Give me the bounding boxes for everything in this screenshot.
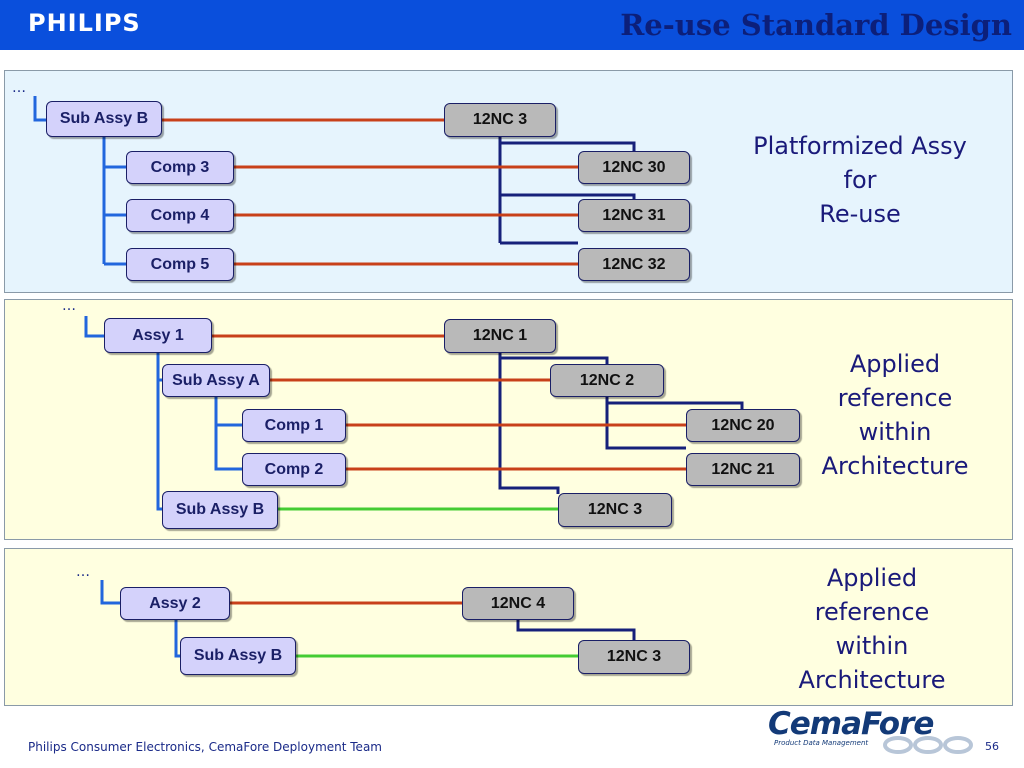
panel-label: Applied reference within Architecture bbox=[821, 350, 969, 480]
cemafore-wordmark: CemaFore bbox=[768, 706, 934, 742]
nc-bracket bbox=[516, 620, 636, 640]
philips-logo: PHILIPS bbox=[28, 9, 141, 37]
item-comp-2[interactable]: Comp 2 bbox=[242, 453, 346, 486]
nc-bracket bbox=[605, 397, 686, 450]
ellipsis: … bbox=[12, 80, 27, 96]
panel-label: Platformized Assy for Re-use bbox=[753, 132, 967, 228]
hierarchy-line bbox=[214, 397, 242, 471]
page-number: 56 bbox=[985, 740, 999, 753]
nc-bracket bbox=[607, 401, 744, 410]
hierarchy-line bbox=[156, 353, 162, 511]
item-comp-3[interactable]: Comp 3 bbox=[126, 151, 234, 184]
nc-12nc-30[interactable]: 12NC 30 bbox=[578, 151, 690, 184]
nc-12nc-2[interactable]: 12NC 2 bbox=[550, 364, 664, 397]
footer-text: Philips Consumer Electronics, CemaFore D… bbox=[28, 740, 382, 754]
nc-12nc-3[interactable]: 12NC 3 bbox=[578, 640, 690, 674]
item-comp-1[interactable]: Comp 1 bbox=[242, 409, 346, 442]
panel-label: Applied reference within Architecture bbox=[798, 564, 946, 694]
item-sub-assy-b[interactable]: Sub Assy B bbox=[162, 491, 278, 529]
ellipsis: … bbox=[76, 564, 91, 580]
nc-12nc-4[interactable]: 12NC 4 bbox=[462, 587, 574, 620]
nc-12nc-3[interactable]: 12NC 3 bbox=[558, 493, 672, 527]
item-comp-4[interactable]: Comp 4 bbox=[126, 199, 234, 232]
hierarchy-line bbox=[100, 580, 120, 605]
nc-bracket bbox=[498, 353, 560, 494]
nc-12nc-20[interactable]: 12NC 20 bbox=[686, 409, 800, 442]
item-comp-5[interactable]: Comp 5 bbox=[126, 248, 234, 281]
nc-bracket bbox=[500, 141, 636, 153]
cemafore-logo: CemaFore Product Data Management bbox=[762, 706, 982, 756]
hierarchy-line bbox=[174, 620, 180, 658]
nc-12nc-32[interactable]: 12NC 32 bbox=[578, 248, 690, 281]
item-sub-assy-a[interactable]: Sub Assy A bbox=[162, 364, 270, 397]
nc-bracket bbox=[500, 356, 609, 365]
header-bar: PHILIPS Re-use Standard Design bbox=[0, 0, 1024, 50]
panel-applied-reference-2 bbox=[4, 548, 1013, 706]
nc-12nc-3[interactable]: 12NC 3 bbox=[444, 103, 556, 137]
cemafore-swoosh-icon bbox=[883, 736, 973, 754]
ellipsis: … bbox=[62, 298, 77, 314]
item-assy-1[interactable]: Assy 1 bbox=[104, 318, 212, 353]
cemafore-tagline: Product Data Management bbox=[774, 739, 869, 747]
nc-12nc-21[interactable]: 12NC 21 bbox=[686, 453, 800, 486]
hierarchy-line bbox=[33, 96, 46, 122]
item-sub-assy-b[interactable]: Sub Assy B bbox=[46, 101, 162, 137]
item-assy-2[interactable]: Assy 2 bbox=[120, 587, 230, 620]
item-sub-assy-b[interactable]: Sub Assy B bbox=[180, 637, 296, 675]
nc-12nc-31[interactable]: 12NC 31 bbox=[578, 199, 690, 232]
slide-title: Re-use Standard Design bbox=[620, 8, 1012, 42]
hierarchy-line bbox=[84, 316, 104, 338]
nc-12nc-1[interactable]: 12NC 1 bbox=[444, 319, 556, 353]
